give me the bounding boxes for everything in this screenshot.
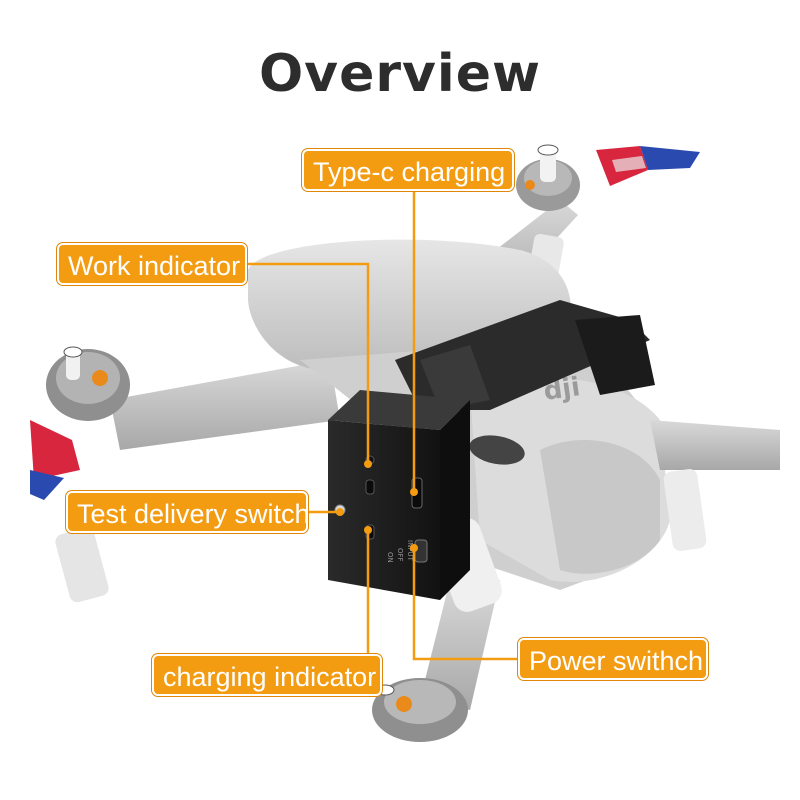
delivery-device: ON OFF INPUT: [328, 390, 470, 600]
page-title: Overview: [258, 44, 542, 104]
arm-right: [650, 420, 780, 551]
charging-indicator-led: [365, 524, 375, 540]
test-switch-screw: [334, 504, 346, 516]
red-blue-propeller-left: [30, 420, 80, 500]
power-switch: [414, 539, 428, 563]
callout-test-delivery-switch: Test delivery switch: [66, 491, 310, 533]
callout-type-c-charging: Type-c charging: [302, 149, 514, 191]
callout-work-indicator: Work indicator: [57, 243, 247, 285]
work-indicator-led: [365, 455, 375, 465]
device-label-on: ON: [386, 552, 394, 563]
mount-strap: [395, 300, 655, 410]
type-c-port: [411, 477, 423, 509]
callout-charging-indicator: charging indicator: [152, 654, 382, 696]
callout-power-switch: Power swithch: [518, 638, 708, 680]
red-blue-propeller-top-right: [596, 146, 700, 186]
device-label-off: OFF: [396, 548, 404, 562]
device-label-input: INPUT: [406, 540, 414, 562]
arm-front-left: [46, 346, 340, 603]
